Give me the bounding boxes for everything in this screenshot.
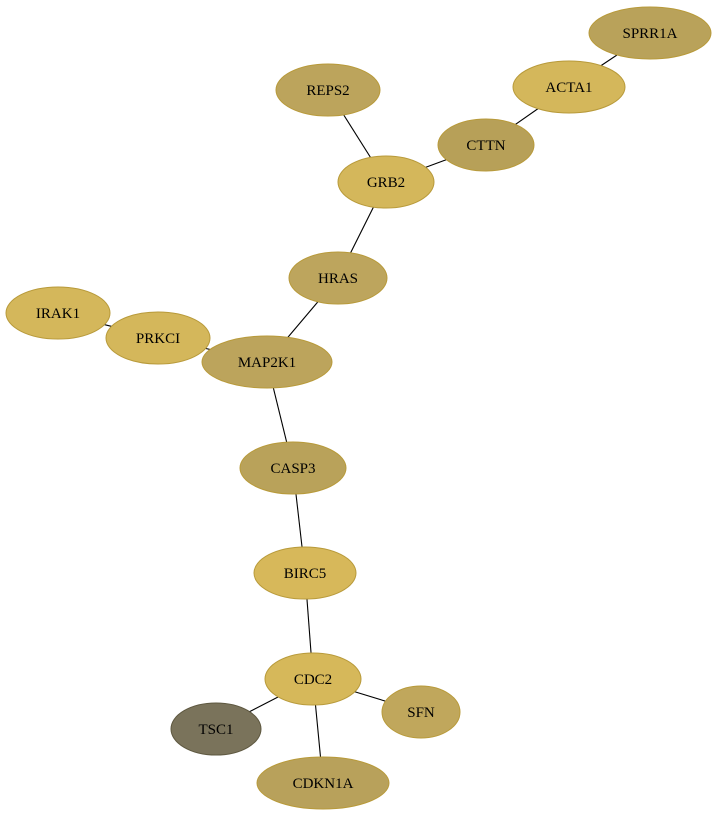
node-label: BIRC5 (284, 566, 327, 582)
node-ellipse (201, 335, 333, 389)
node-label: SFN (407, 705, 435, 721)
node-ellipse (170, 702, 262, 756)
node-ellipse (381, 685, 461, 739)
node-ellipse (288, 251, 388, 305)
node-map2k1[interactable]: MAP2K1 (201, 335, 333, 389)
node-prkci[interactable]: PRKCI (105, 311, 211, 365)
node-label: MAP2K1 (238, 355, 296, 371)
node-hras[interactable]: HRAS (288, 251, 388, 305)
node-cdkn1a[interactable]: CDKN1A (256, 756, 390, 810)
node-acta1[interactable]: ACTA1 (512, 60, 626, 114)
node-label: PRKCI (136, 331, 180, 347)
node-reps2[interactable]: REPS2 (275, 63, 381, 117)
node-ellipse (5, 286, 111, 340)
node-label: REPS2 (306, 83, 349, 99)
node-label: CTTN (466, 138, 505, 154)
node-label: CDC2 (294, 672, 332, 688)
node-grb2[interactable]: GRB2 (337, 155, 435, 209)
node-label: CASP3 (270, 461, 315, 477)
node-label: IRAK1 (36, 306, 80, 322)
node-cttn[interactable]: CTTN (437, 118, 535, 172)
node-label: GRB2 (367, 175, 405, 191)
node-label: HRAS (318, 271, 358, 287)
node-ellipse (253, 546, 357, 600)
node-label: TSC1 (198, 722, 233, 738)
node-ellipse (512, 60, 626, 114)
node-casp3[interactable]: CASP3 (239, 441, 347, 495)
node-ellipse (337, 155, 435, 209)
node-tsc1[interactable]: TSC1 (170, 702, 262, 756)
node-label: ACTA1 (545, 80, 592, 96)
node-sprr1a[interactable]: SPRR1A (588, 6, 712, 60)
node-ellipse (256, 756, 390, 810)
node-ellipse (105, 311, 211, 365)
node-cdc2[interactable]: CDC2 (264, 652, 362, 706)
node-ellipse (437, 118, 535, 172)
node-label: CDKN1A (293, 776, 354, 792)
node-ellipse (275, 63, 381, 117)
node-ellipse (588, 6, 712, 60)
node-ellipse (239, 441, 347, 495)
node-birc5[interactable]: BIRC5 (253, 546, 357, 600)
node-label: SPRR1A (622, 26, 677, 42)
node-irak1[interactable]: IRAK1 (5, 286, 111, 340)
node-ellipse (264, 652, 362, 706)
node-sfn[interactable]: SFN (381, 685, 461, 739)
